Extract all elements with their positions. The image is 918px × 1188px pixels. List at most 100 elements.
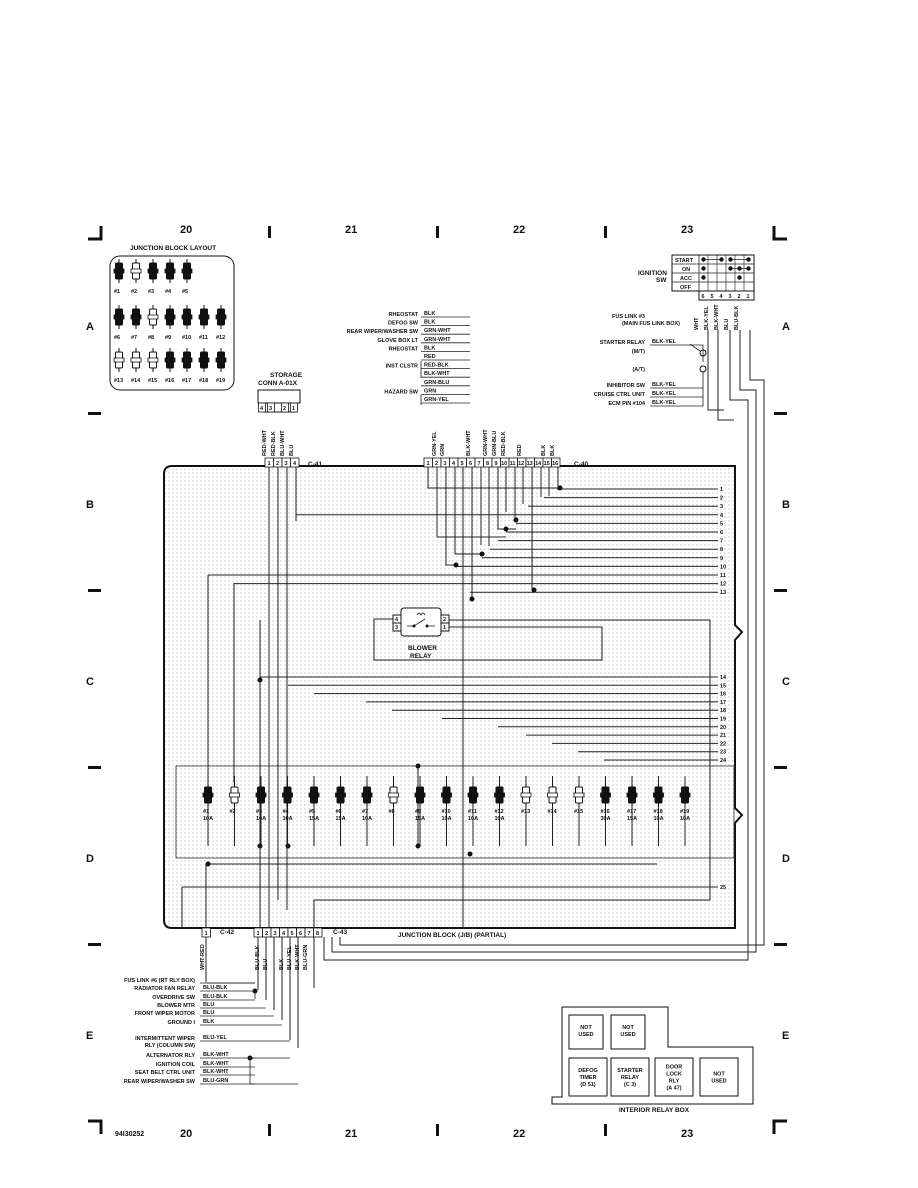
c43-pin-number: 1	[257, 931, 260, 937]
ignition-label-sw: SW	[656, 277, 667, 284]
right-list-label: (M/T)	[632, 349, 645, 355]
layout-fuse	[130, 305, 142, 329]
corner-marks	[88, 226, 787, 1134]
top-list-wire: BLK	[424, 311, 435, 317]
c43-label: C-43	[333, 929, 347, 936]
c40-pin-number: 5	[461, 461, 464, 467]
fuse	[414, 783, 426, 807]
storage-pin-number: 2	[283, 406, 286, 412]
ign-wire-color: BLU-BLK	[734, 306, 740, 330]
ign-pin-number: 4	[720, 294, 724, 300]
layout-fuse	[164, 259, 176, 283]
ign-wire-color: BLK-WHT	[714, 304, 720, 330]
bus-numbers: 1234567891011121314151617181920212223242…	[720, 487, 727, 891]
fuse-id: #8	[389, 809, 395, 815]
top-list-wire: BLK	[424, 345, 435, 351]
right-list-wire: BLK-YEL	[652, 382, 676, 388]
c41-pin-number: 1	[268, 461, 271, 467]
fuse	[653, 783, 664, 807]
bottom-list-wire: BLK	[203, 1019, 214, 1025]
ign-wire-color: WHT	[694, 317, 700, 330]
bottom-list-label: FRONT WIPER MOTOR	[135, 1011, 195, 1017]
bottom-list-label: REAR WIPER/WASHER SW	[124, 1079, 196, 1085]
bottom-list-label: SEAT BELT CTRL UNIT	[135, 1070, 196, 1076]
bottom-list-label: IGNITION COIL	[156, 1062, 196, 1068]
layout-fuse	[181, 259, 193, 283]
bottom-list-wire: BLU-BLK	[203, 994, 227, 1000]
c40-wire-color: BLK-WHT	[466, 430, 472, 456]
fuse-id: #13	[521, 809, 530, 815]
fuse-id: #18	[654, 809, 663, 815]
bus-number: 5	[720, 521, 723, 527]
layout-fuse	[147, 305, 159, 329]
blower-relay-label2: RELAY	[410, 653, 432, 660]
bottom-list-label: RADIATOR FAN RELAY	[134, 986, 195, 992]
right-list-label: FUS LINK #3	[612, 314, 645, 320]
blower-pin: 4	[395, 617, 399, 623]
jb-layout-title: JUNCTION BLOCK LAYOUT	[130, 245, 216, 252]
c43-pin-number: 7	[308, 931, 311, 937]
relay-cell-text: USED	[711, 1079, 726, 1085]
bus-number: 21	[720, 733, 726, 739]
layout-fuse	[147, 259, 159, 283]
row-label: E	[782, 1030, 789, 1042]
layout-fuse-label: #14	[131, 378, 141, 384]
c40-pin-number: 14	[535, 461, 542, 467]
fuse	[494, 783, 505, 807]
bus-number: 23	[720, 750, 726, 756]
c40-pin-number: 2	[435, 461, 438, 467]
bottom-list-wire: BLK-WHT	[203, 1069, 229, 1075]
c40-label: C-40	[574, 461, 588, 468]
ign-pin-number: 3	[729, 294, 732, 300]
relay-cell-text: STARTER	[617, 1068, 643, 1074]
storage-wire-color: RED-BLK	[271, 431, 277, 456]
c40-pin-number: 11	[510, 461, 516, 467]
storage-wire-color: RED-WHT	[262, 429, 268, 456]
storage-pin-number: 4	[260, 406, 264, 412]
layout-fuse	[113, 305, 125, 329]
c40-wire-color: RED	[517, 444, 523, 456]
right-list-label: INHIBITOR SW	[607, 383, 646, 389]
bottom-wire-color: BLU	[263, 959, 269, 970]
c40-pin-number: 10	[501, 461, 507, 467]
layout-fuse-label: #9	[165, 335, 171, 341]
c43-pin-number: 5	[291, 931, 294, 937]
layout-fuse-label: #11	[199, 335, 208, 341]
row-label: D	[782, 853, 790, 865]
ign-pos-acc: ACC	[680, 276, 692, 282]
fuse	[573, 783, 585, 807]
c42-label: C-42	[220, 929, 234, 936]
fuse-rating: 10A	[256, 816, 266, 822]
c40-pin-number: 9	[495, 461, 498, 467]
bus-number: 20	[720, 725, 726, 731]
right-list-wire: BLK-YEL	[652, 391, 676, 397]
layout-fuse-label: #1	[114, 289, 120, 295]
jb-label: JUNCTION BLOCK (J/B) (PARTIAL)	[398, 932, 506, 939]
junction-block: JUNCTION BLOCK (J/B) (PARTIAL)	[163, 465, 744, 939]
c40-pin-number: 16	[552, 461, 558, 467]
row-label: B	[86, 499, 94, 511]
right-list-label: (A/T)	[632, 367, 645, 373]
layout-fuse-label: #8	[148, 335, 154, 341]
row-label: E	[86, 1030, 93, 1042]
layout-fuse-label: #19	[216, 378, 225, 384]
ignition-label: IGNITION	[638, 270, 667, 277]
relay-cell	[610, 1057, 650, 1097]
fuse-id: #15	[574, 809, 583, 815]
fuse-id: #1	[203, 809, 209, 815]
right-list-label: STARTER RELAY	[600, 340, 646, 346]
fuse	[361, 783, 373, 807]
ign-pin-number: 1	[747, 294, 750, 300]
top-list-wire: RED-BLK	[424, 363, 449, 369]
top-list-label: GLOVE BOX LT	[377, 338, 418, 344]
bus-number: 15	[720, 683, 726, 689]
layout-fuse-label: #3	[148, 289, 154, 295]
document-id: 94I30252	[115, 1131, 144, 1138]
row-label: A	[782, 321, 790, 333]
layout-fuse	[215, 348, 227, 372]
fuse	[335, 783, 346, 807]
layout-fuse-label: #13	[114, 378, 123, 384]
ign-pos-start: START	[675, 258, 694, 264]
